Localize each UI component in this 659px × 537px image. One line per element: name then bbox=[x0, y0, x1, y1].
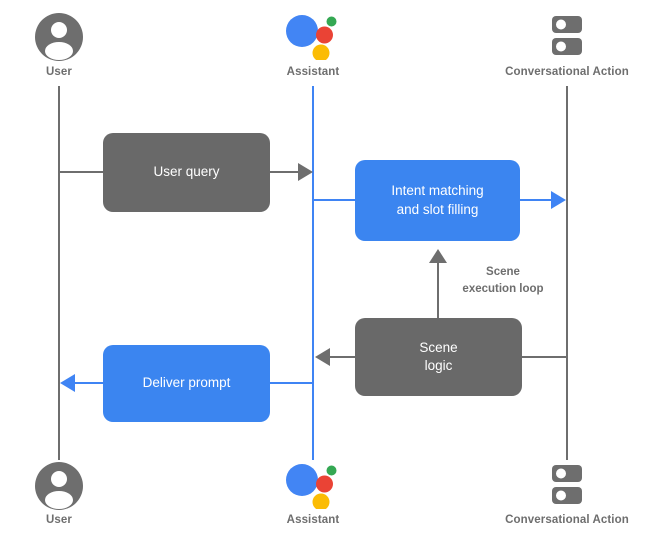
arrowhead-deliver-prompt-to-user bbox=[60, 374, 75, 392]
user-avatar-icon-bottom bbox=[34, 461, 84, 516]
connector-conversational-action-to-scene-logic bbox=[520, 356, 567, 358]
arrowhead-scene-logic-to-intent-matching bbox=[429, 249, 447, 263]
connector-user-to-user-query bbox=[58, 171, 106, 173]
node-intent-matching-line1: Intent matching bbox=[391, 183, 484, 199]
server-icon bbox=[543, 10, 591, 65]
lane-label-user-bottom: User bbox=[46, 514, 72, 526]
google-assistant-icon-bottom bbox=[285, 459, 341, 514]
connector-assistant-to-intent-matching bbox=[312, 199, 358, 201]
lane-label-conversational-action-bottom: Conversational Action bbox=[505, 514, 629, 526]
google-assistant-icon bbox=[285, 10, 341, 65]
node-deliver-prompt[interactable]: Deliver prompt bbox=[103, 345, 270, 422]
lane-line-assistant bbox=[312, 86, 314, 460]
server-icon-bottom bbox=[543, 459, 591, 514]
connector-intent-matching-to-conversational-action bbox=[518, 199, 554, 201]
lane-label-assistant-top: Assistant bbox=[286, 66, 340, 78]
lane-label-assistant-bottom: Assistant bbox=[286, 514, 340, 526]
lane-label-conversational-action-top: Conversational Action bbox=[505, 66, 629, 78]
arrowhead-intent-matching-to-conversational-action bbox=[551, 191, 566, 209]
lane-line-user bbox=[58, 86, 60, 460]
lane-line-conversational-action bbox=[566, 86, 568, 460]
annotation-scene-execution-loop-line2: execution loop bbox=[462, 282, 544, 295]
annotation-scene-execution-loop: Scene execution loop bbox=[462, 264, 543, 297]
node-scene-logic-line2: logic bbox=[424, 358, 453, 373]
node-scene-logic-line1: Scene bbox=[419, 339, 458, 355]
connector-user-query-to-assistant bbox=[268, 171, 301, 173]
arrowhead-user-query-to-assistant bbox=[298, 163, 313, 181]
node-user-query[interactable]: User query bbox=[103, 133, 270, 212]
connector-scene-logic-to-intent-matching bbox=[437, 262, 439, 320]
connector-assistant-to-deliver-prompt bbox=[268, 382, 314, 384]
annotation-scene-execution-loop-line1: Scene bbox=[486, 266, 520, 278]
lane-label-user-top: User bbox=[46, 66, 72, 78]
node-scene-logic[interactable]: Scene logic bbox=[355, 318, 522, 396]
node-intent-matching[interactable]: Intent matching and slot filling bbox=[355, 160, 520, 241]
arrowhead-scene-logic-to-assistant bbox=[315, 348, 330, 366]
connector-scene-logic-to-assistant bbox=[330, 356, 357, 358]
user-avatar-icon bbox=[34, 12, 84, 67]
connector-deliver-prompt-to-user bbox=[75, 382, 105, 384]
node-intent-matching-line2: and slot filling bbox=[396, 201, 479, 217]
